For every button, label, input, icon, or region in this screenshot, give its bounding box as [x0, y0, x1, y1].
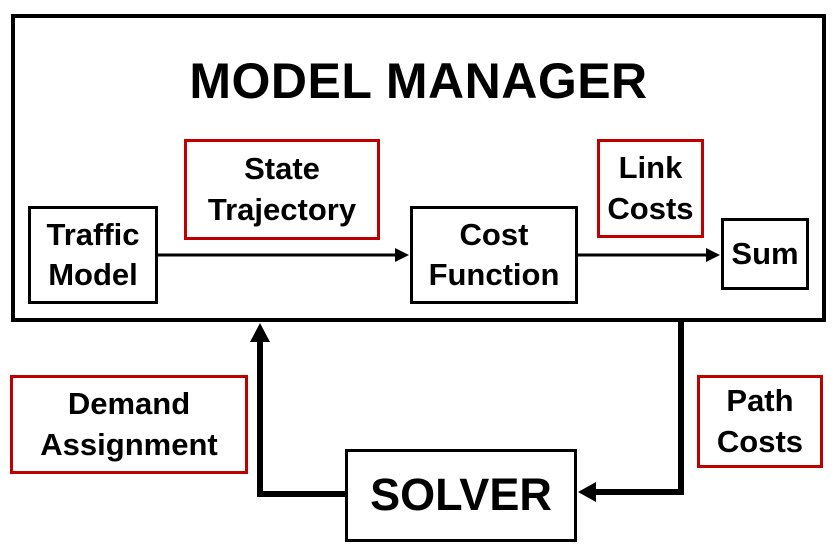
demand-assignment-line2: Assignment	[40, 426, 218, 462]
traffic-model-line1: Traffic	[46, 216, 140, 252]
sum-box: Sum	[721, 218, 809, 290]
state-trajectory-label: State Trajectory	[184, 139, 380, 240]
traffic-model-box: Traffic Model	[28, 206, 158, 304]
cost-function-line2: Function	[428, 257, 560, 292]
solver-label: SOLVER	[370, 469, 552, 521]
model-manager-frame	[11, 14, 826, 322]
link-costs-line2: Costs	[607, 190, 694, 226]
arrow-cost-to-sum	[578, 248, 720, 262]
solver-box: SOLVER	[345, 449, 577, 542]
demand-assignment-label: Demand Assignment	[10, 375, 248, 474]
path-costs-line2: Costs	[716, 423, 804, 459]
arrow-manager-to-solver	[578, 322, 684, 502]
traffic-model-line2: Model	[48, 257, 138, 292]
link-costs-label: Link Costs	[597, 139, 704, 238]
arrow-solver-to-manager	[250, 323, 345, 497]
state-trajectory-line2: Trajectory	[207, 191, 357, 227]
link-costs-line1: Link	[618, 150, 683, 186]
cost-function-box: Cost Function	[410, 206, 578, 304]
cost-function-line1: Cost	[459, 216, 529, 252]
path-costs-line1: Path	[726, 383, 794, 419]
state-trajectory-line1: State	[244, 151, 320, 187]
arrow-traffic-to-cost	[158, 248, 409, 262]
demand-assignment-line1: Demand	[67, 386, 191, 422]
sum-label: Sum	[731, 235, 799, 271]
model-manager-title: MODEL MANAGER	[189, 53, 648, 109]
path-costs-label: Path Costs	[697, 375, 823, 468]
